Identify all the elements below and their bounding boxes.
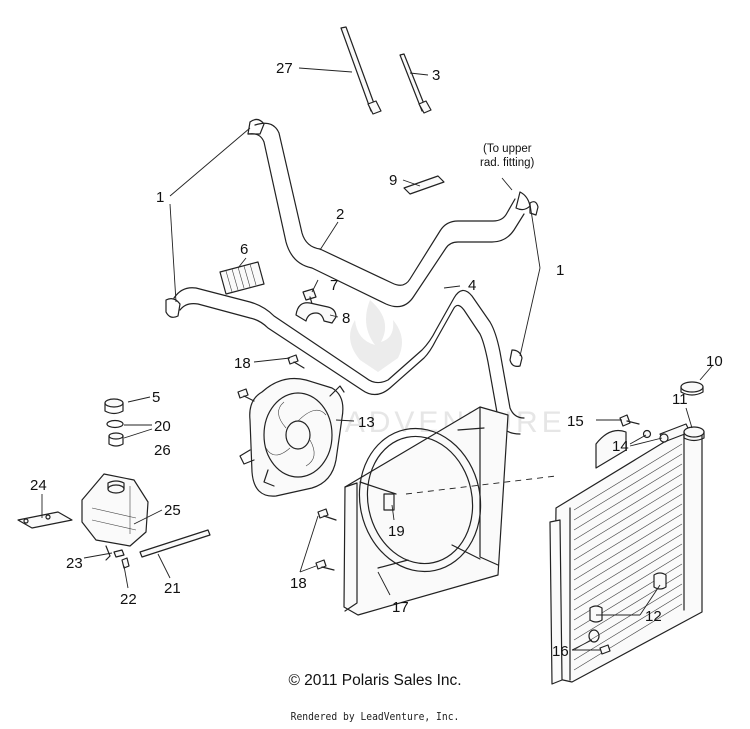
callout-12: 12: [645, 608, 662, 625]
callout-18-upper: 18: [234, 355, 251, 372]
radiator-assembly: [549, 423, 703, 685]
rubber-mounts-part-12: [589, 572, 667, 623]
callout-21: 21: [164, 580, 181, 597]
bracket-part-24: [17, 511, 73, 529]
callout-25: 25: [164, 502, 181, 519]
callout-18-lower: 18: [290, 575, 307, 592]
callout-9: 9: [389, 172, 397, 189]
callout-11: 11: [672, 391, 688, 408]
bolt-part-15: [619, 414, 640, 427]
callout-8: 8: [342, 310, 350, 327]
callout-23: 23: [66, 555, 83, 572]
pad-part-9: [403, 175, 445, 195]
callout-20: 20: [154, 418, 171, 435]
callout-2: 2: [336, 206, 344, 223]
callout-7: 7: [330, 277, 338, 294]
callout-19: 19: [388, 523, 405, 540]
filler-neck-part-11: [683, 426, 705, 442]
callout-6: 6: [240, 241, 248, 258]
strap-part-27: [340, 26, 382, 115]
copyright-notice: © 2011 Polaris Sales Inc.: [288, 672, 462, 689]
drain-plug-part-16: [588, 629, 611, 655]
upper-fitting-note-line2: rad. fitting): [480, 157, 534, 169]
reservoir-cap-part-5: [104, 398, 124, 415]
fitting-part-22: [121, 557, 130, 569]
spacer-part-26: [108, 432, 124, 447]
callout-13: 13: [358, 414, 375, 431]
callout-22: 22: [120, 591, 137, 608]
callout-17: 17: [392, 599, 409, 616]
clamp-part-8: [295, 302, 337, 324]
callout-27: 27: [276, 60, 293, 77]
alignment-dashed-line: [405, 475, 557, 495]
callout-1-right: 1: [556, 262, 564, 279]
callout-3: 3: [432, 67, 440, 84]
callout-15: 15: [567, 413, 584, 430]
callout-24: 24: [30, 477, 47, 494]
sleeve-part-6: [219, 261, 265, 295]
callout-1-left: 1: [156, 189, 164, 206]
radiator-fan-part-13: [239, 377, 345, 497]
fan-shroud-part-17: [343, 406, 509, 616]
callout-14: 14: [612, 438, 629, 455]
callout-5: 5: [152, 389, 160, 406]
strap-part-3: [399, 53, 432, 114]
coolant-reservoir-part-25: [81, 473, 149, 561]
callout-4: 4: [468, 277, 476, 294]
callout-labels: 27 3 9 2 1 1 6 7 4 8 18 5 20 26 13 10 11…: [30, 60, 723, 660]
leader-lines: [41, 67, 713, 651]
overflow-hose-part-21: [139, 529, 211, 558]
callout-26: 26: [154, 442, 171, 459]
screws-part-18-upper: [237, 354, 305, 402]
radiator-cap-part-10: [680, 381, 704, 396]
o-ring-part-20: [106, 419, 124, 429]
upper-fitting-note-line1: (To upper: [483, 143, 532, 155]
upper-hose-part-2: [247, 118, 539, 308]
callout-16: 16: [552, 643, 569, 660]
callout-10: 10: [706, 353, 723, 370]
screws-part-18-lower: [315, 508, 337, 571]
rendered-by-credit: Rendered by LeadVenture, Inc.: [290, 711, 460, 723]
clamp-part-23: [113, 549, 125, 558]
lower-hose-part-4: [165, 287, 525, 435]
